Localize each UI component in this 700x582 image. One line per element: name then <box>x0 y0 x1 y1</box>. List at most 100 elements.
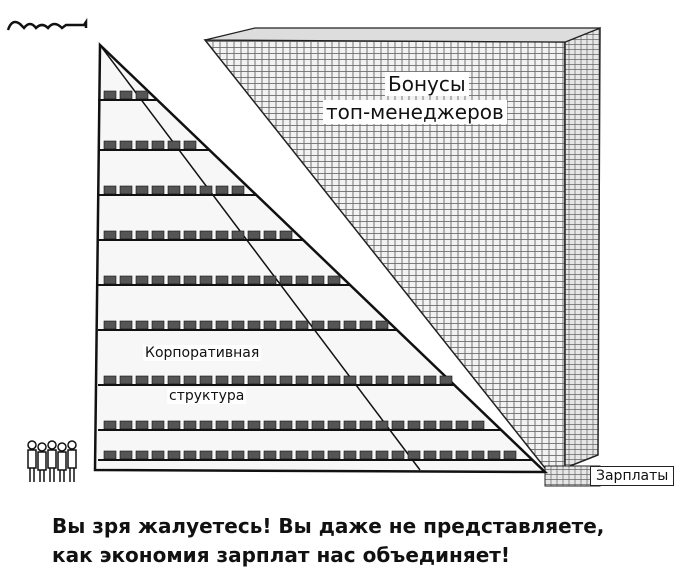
briefcase <box>183 320 197 330</box>
briefcase <box>439 420 453 430</box>
briefcase <box>103 275 117 285</box>
briefcase <box>135 230 149 240</box>
briefcase <box>231 420 245 430</box>
briefcase <box>199 185 213 195</box>
briefcase <box>215 230 229 240</box>
worker-figure <box>47 440 57 482</box>
briefcase <box>135 320 149 330</box>
briefcase <box>119 320 133 330</box>
briefcase <box>167 320 181 330</box>
briefcase <box>295 275 309 285</box>
briefcase <box>471 450 485 460</box>
briefcase <box>311 420 325 430</box>
briefcase <box>215 450 229 460</box>
briefcase <box>135 450 149 460</box>
caption-line1: Вы зря жалуетесь! Вы даже не представляе… <box>52 514 605 538</box>
briefcase <box>199 450 213 460</box>
briefcase <box>407 375 421 385</box>
briefcase <box>135 275 149 285</box>
briefcase <box>439 375 453 385</box>
briefcase <box>151 275 165 285</box>
briefcase <box>279 375 293 385</box>
briefcase <box>135 140 149 150</box>
briefcase <box>199 275 213 285</box>
briefcase <box>247 420 261 430</box>
briefcase <box>423 375 437 385</box>
briefcase <box>119 420 133 430</box>
briefcase <box>503 450 517 460</box>
briefcase <box>199 230 213 240</box>
briefcase <box>263 320 277 330</box>
briefcase <box>295 450 309 460</box>
briefcase <box>359 320 373 330</box>
briefcase <box>407 420 421 430</box>
briefcase <box>167 185 181 195</box>
briefcase <box>215 420 229 430</box>
briefcase <box>103 420 117 430</box>
briefcase <box>375 320 389 330</box>
briefcase <box>343 420 357 430</box>
briefcase <box>247 320 261 330</box>
briefcase <box>311 320 325 330</box>
briefcase <box>343 375 357 385</box>
briefcase <box>183 185 197 195</box>
briefcase <box>199 320 213 330</box>
workers-crowd <box>27 440 77 482</box>
briefcase <box>327 420 341 430</box>
briefcase <box>183 140 197 150</box>
corporate-pyramid <box>93 42 549 474</box>
briefcase <box>103 230 117 240</box>
corporate-label-line2: структура <box>167 388 247 404</box>
briefcase <box>295 420 309 430</box>
briefcase <box>391 420 405 430</box>
briefcase <box>103 90 117 100</box>
briefcase <box>103 320 117 330</box>
briefcase <box>311 450 325 460</box>
briefcase <box>167 375 181 385</box>
briefcase <box>279 275 293 285</box>
briefcase <box>279 420 293 430</box>
briefcase <box>167 275 181 285</box>
briefcase <box>231 275 245 285</box>
briefcase <box>423 420 437 430</box>
briefcase <box>183 375 197 385</box>
briefcase <box>215 185 229 195</box>
briefcase <box>375 420 389 430</box>
bonuses-label-line1: Бонусы <box>385 72 469 96</box>
briefcase <box>375 375 389 385</box>
briefcase <box>231 320 245 330</box>
briefcase <box>103 140 117 150</box>
briefcase <box>231 230 245 240</box>
briefcase <box>247 275 261 285</box>
briefcase <box>455 450 469 460</box>
briefcase <box>231 185 245 195</box>
briefcase <box>151 230 165 240</box>
briefcase <box>183 230 197 240</box>
briefcase <box>183 275 197 285</box>
signature-logo <box>6 17 88 31</box>
briefcase <box>295 375 309 385</box>
briefcase <box>119 90 133 100</box>
briefcase <box>215 320 229 330</box>
briefcase <box>263 230 277 240</box>
briefcase <box>231 375 245 385</box>
briefcase <box>199 420 213 430</box>
briefcase <box>375 450 389 460</box>
briefcase <box>343 320 357 330</box>
worker-figure <box>57 442 67 482</box>
briefcase <box>247 230 261 240</box>
briefcase <box>279 450 293 460</box>
briefcase <box>119 275 133 285</box>
briefcase <box>119 185 133 195</box>
briefcase <box>263 275 277 285</box>
briefcase <box>167 230 181 240</box>
briefcase <box>311 375 325 385</box>
briefcase <box>359 420 373 430</box>
briefcase <box>119 375 133 385</box>
briefcase <box>327 375 341 385</box>
briefcase <box>327 320 341 330</box>
worker-figure <box>37 442 47 482</box>
worker-figure <box>67 440 77 482</box>
